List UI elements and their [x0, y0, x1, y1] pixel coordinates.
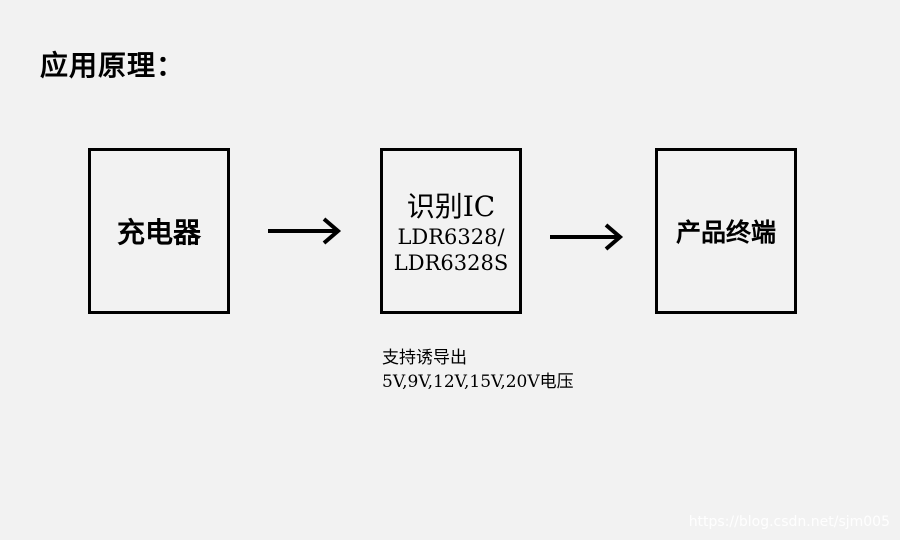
- product-terminal-box: 产品终端: [655, 148, 797, 314]
- watermark: https://blog.csdn.net/sjm005: [688, 514, 890, 530]
- charger-label: 充电器: [116, 216, 201, 249]
- ic-label: 识别IC: [406, 190, 496, 223]
- charger-box: 充电器: [88, 148, 230, 314]
- note-line1: 支持诱导出: [382, 348, 467, 368]
- arrow-charger-to-ic-icon: [268, 217, 342, 245]
- ic-model-line2: LDR6328S: [393, 251, 509, 275]
- note-line2: 5V,9V,12V,15V,20V电压: [382, 372, 574, 392]
- voltage-support-note: 支持诱导出 5V,9V,12V,15V,20V电压: [382, 346, 574, 394]
- diagram-title: 应用原理：: [40, 49, 186, 82]
- ic-model-line1: LDR6328/: [397, 225, 505, 249]
- identification-ic-box: 识别IC LDR6328/ LDR6328S: [380, 148, 522, 314]
- arrow-ic-to-product-icon: [550, 223, 624, 251]
- product-label: 产品终端: [675, 218, 776, 247]
